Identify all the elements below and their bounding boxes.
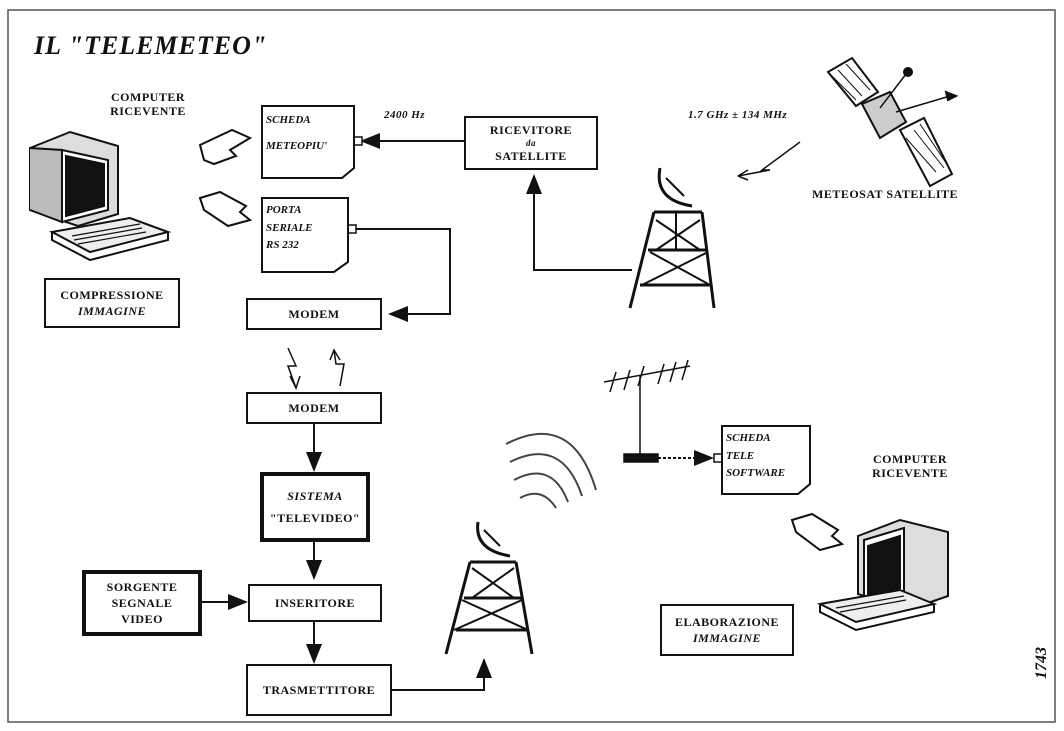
card-porta-seriale-shape bbox=[261, 197, 349, 273]
sorgente-line3: VIDEO bbox=[121, 612, 163, 627]
frequency-2400-label: 2400 Hz bbox=[384, 109, 426, 121]
plug-arrow-icon-2 bbox=[198, 190, 253, 228]
scheda-meteopiu-card: SCHEDA METEOPIU' bbox=[266, 112, 350, 155]
ricevitore-line2: da bbox=[526, 137, 536, 148]
ricevitore-line3: SATELLITE bbox=[495, 148, 567, 163]
connector-lines bbox=[202, 133, 714, 691]
computer-top-label-line1: COMPUTER bbox=[111, 90, 185, 104]
modem-link-bolts bbox=[286, 347, 345, 390]
scheda-tele-line2: TELE bbox=[726, 449, 755, 462]
scheda-tele-software-card: SCHEDA TELE SOFTWARE bbox=[726, 430, 808, 483]
satellite-frequency-label: 1.7 GHz ± 134 MHz bbox=[688, 109, 788, 121]
porta-seriale-line2: SERIALE bbox=[266, 221, 313, 234]
plug-arrow-icon-3 bbox=[790, 512, 845, 552]
ricevitore-satellite-box: RICEVITORE da SATELLITE bbox=[464, 116, 598, 170]
port-porta-seriale bbox=[347, 224, 357, 234]
computer-bottom-label: COMPUTER RICEVENTE bbox=[860, 452, 960, 481]
modem-top-label: MODEM bbox=[288, 306, 340, 321]
tv-antenna-icon bbox=[603, 359, 691, 463]
dish-tower-bottom-icon bbox=[444, 521, 534, 655]
card-scheda-tele-shape bbox=[721, 425, 811, 495]
arrow-trasmettitore-to-tower bbox=[392, 658, 492, 691]
figure-number: 1743 bbox=[1033, 647, 1050, 679]
computer-bottom-icon bbox=[816, 518, 949, 632]
elaborazione-line2: IMMAGINE bbox=[692, 631, 762, 645]
broadcast-waves bbox=[505, 433, 597, 509]
satellite-icon bbox=[826, 56, 959, 188]
porta-seriale-line1: PORTA bbox=[266, 204, 302, 216]
sistema-line2: "TELEVIDEO" bbox=[269, 511, 361, 525]
computer-top-label: COMPUTER RICEVENTE bbox=[98, 90, 198, 119]
modem-bottom-label: MODEM bbox=[288, 400, 340, 415]
arrow-dish-to-ricevitore bbox=[526, 174, 632, 271]
plug-arrow-icon-1 bbox=[198, 128, 253, 166]
computer-top-icon bbox=[29, 130, 172, 262]
trasmettitore-box: TRASMETTITORE bbox=[246, 664, 392, 716]
sistema-televideo-box: SISTEMA "TELEVIDEO" bbox=[260, 472, 370, 542]
modem-top-box: MODEM bbox=[246, 298, 382, 330]
computer-top-label-line2: RICEVENTE bbox=[110, 104, 186, 119]
modem-bottom-box: MODEM bbox=[246, 392, 382, 424]
ricevitore-line1: RICEVITORE bbox=[489, 123, 573, 138]
scheda-tele-line1: SCHEDA bbox=[726, 432, 771, 444]
computer-bottom-label-line2: RICEVENTE bbox=[872, 466, 948, 481]
dish-tower-top-icon bbox=[628, 167, 716, 309]
elaborazione-immagine-box: ELABORAZIONE IMMAGINE bbox=[660, 604, 794, 656]
compressione-line2: IMMAGINE bbox=[77, 304, 147, 318]
computer-bottom-label-line1: COMPUTER bbox=[873, 452, 947, 466]
sistema-line1: SISTEMA bbox=[287, 488, 343, 503]
inseritore-box: INSERITORE bbox=[248, 584, 382, 622]
compressione-line1: COMPRESSIONE bbox=[60, 287, 164, 302]
scheda-meteopiu-line2: METEOPIU' bbox=[266, 139, 328, 152]
sorgente-segnale-video-box: SORGENTE SEGNALE VIDEO bbox=[82, 570, 202, 636]
sorgente-line1: SORGENTE bbox=[106, 579, 178, 594]
trasmettitore-label: TRASMETTITORE bbox=[262, 682, 376, 697]
diagram-title: IL "TELEMETEO" bbox=[34, 31, 268, 60]
porta-seriale-line3: RS 232 bbox=[266, 239, 299, 252]
elaborazione-line1: ELABORAZIONE bbox=[674, 614, 780, 629]
sorgente-line2: SEGNALE bbox=[111, 595, 173, 610]
scheda-meteopiu-line1: SCHEDA bbox=[266, 114, 311, 126]
port-scheda-tele bbox=[713, 453, 723, 463]
porta-seriale-card: PORTA SERIALE RS 232 bbox=[266, 202, 346, 255]
meteosat-satellite-label: METEOSAT SATELLITE bbox=[812, 187, 959, 201]
arrow-porta-to-modem bbox=[356, 228, 451, 322]
scheda-tele-line3: SOFTWARE bbox=[726, 467, 786, 480]
card-scheda-meteopiu-shape bbox=[261, 105, 355, 179]
page-frame bbox=[7, 9, 1056, 723]
inseritore-label: INSERITORE bbox=[274, 595, 356, 610]
compressione-immagine-box: COMPRESSIONE IMMAGINE bbox=[44, 278, 180, 328]
satellite-signal-bolt bbox=[737, 141, 801, 181]
port-scheda-meteopiu bbox=[353, 136, 363, 146]
